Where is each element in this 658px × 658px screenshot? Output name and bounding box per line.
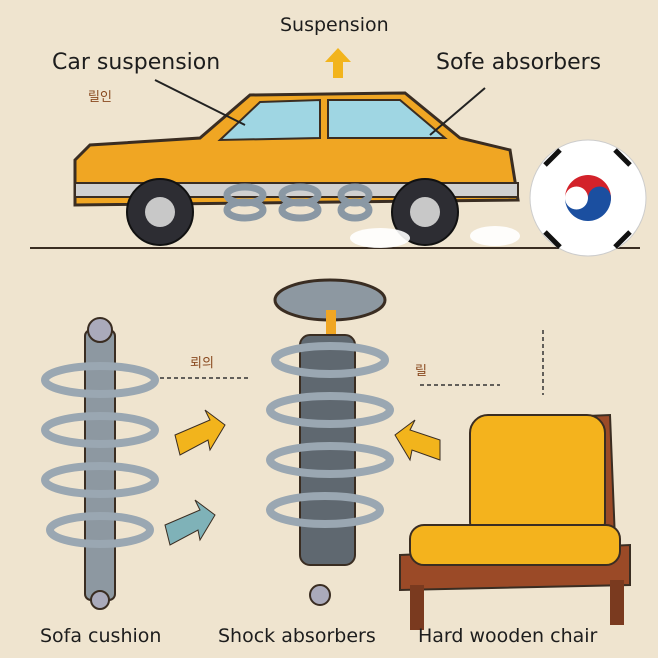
korean-flag [529, 139, 647, 257]
right-arrow-icon [164, 499, 216, 546]
car [73, 91, 520, 248]
center-shock-absorber [266, 278, 394, 606]
left-arrow-icon [394, 419, 441, 462]
car-suspension-label: Car suspension [52, 50, 221, 75]
title-label: Suspension [280, 14, 389, 36]
korean-note: 릴 [415, 364, 427, 379]
up-arrow-icon [325, 48, 351, 78]
right-arrow-icon [174, 409, 226, 456]
pointer-lines [154, 79, 486, 136]
wooden-chair [399, 413, 631, 630]
hard-wooden-chair-label: Hard wooden chair [418, 625, 598, 647]
shock-absorbers-label: Shock absorbers [218, 625, 376, 647]
korean-note: 뢰의 [190, 356, 214, 371]
sofe-absorbers-label: Sofe absorbers [436, 50, 602, 75]
sofa-cushion-label: Sofa cushion [40, 625, 162, 647]
left-shock-absorber [41, 317, 159, 610]
car-springs [223, 183, 373, 222]
korean-note: 릴인 [88, 90, 112, 105]
